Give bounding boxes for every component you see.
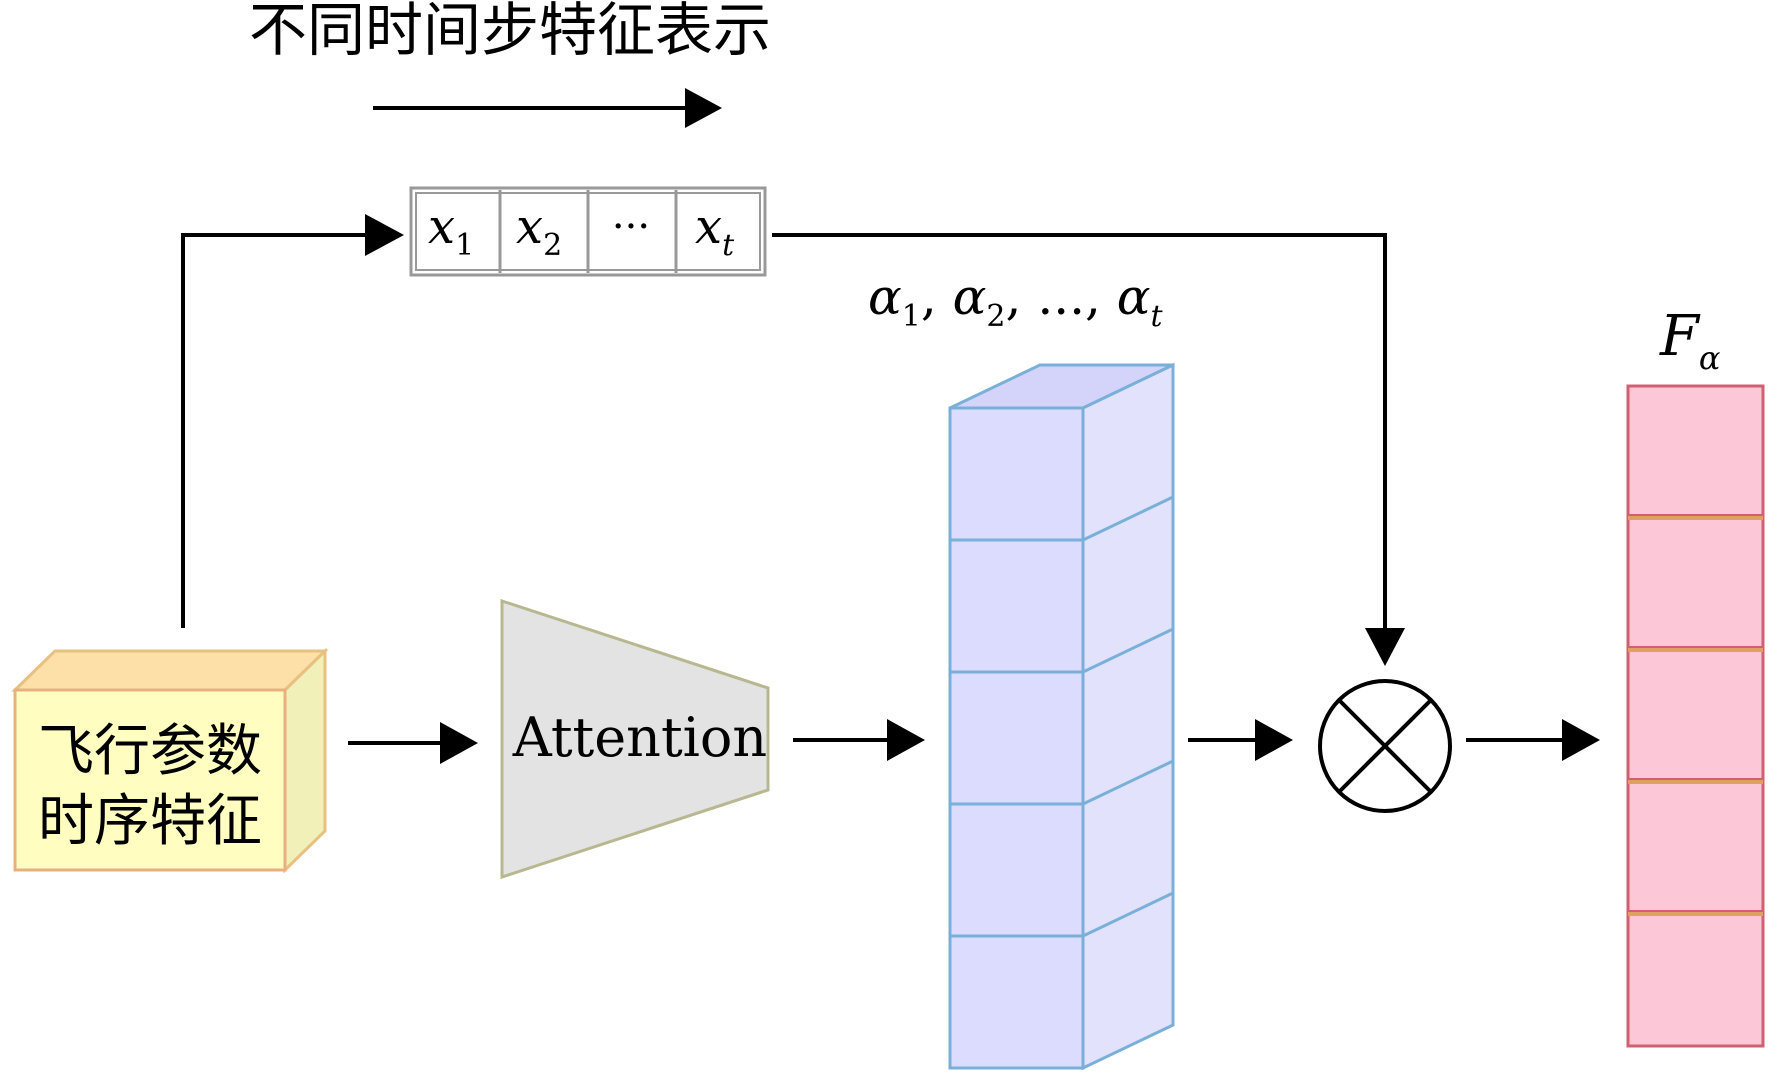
arrow-right-icon [1255,719,1293,761]
arrow-right-icon [365,214,404,256]
sequence-cell-ellipsis: ··· [612,204,650,250]
arrow-down-icon [1365,628,1405,666]
attention-weight-column [948,362,1175,1071]
weight-cell [948,934,1085,1070]
input-block-label-line2: 时序特征 [38,789,262,854]
input-feature-block [11,647,329,874]
attention-label: Attention [512,706,767,769]
sequence-cell-xt: xt [695,199,735,263]
sequence-cell-x2: x2 [516,199,562,263]
input-to-sequence-connector [181,233,372,628]
attention-module [500,598,770,880]
multiply-circle-icon [1318,679,1452,813]
attention-weights-label: α1, α2, ..., αt [868,268,1164,334]
arrow-right-icon [1562,719,1600,761]
arrow-right-icon [440,722,478,764]
arrow-right-icon [887,719,925,761]
attention-weight-cells [948,406,1174,1070]
sequence-to-multiply-connector [772,233,1387,632]
diagram-title: 不同时间步特征表示 [249,0,771,64]
sequence-cell-x1: x1 [428,199,474,263]
output-feature-column [1626,384,1765,1048]
sequence-box [409,186,767,277]
input-block-label-line1: 飞行参数 [38,719,262,784]
arrow-right-icon [685,88,722,128]
output-label: Fα [1659,304,1720,377]
